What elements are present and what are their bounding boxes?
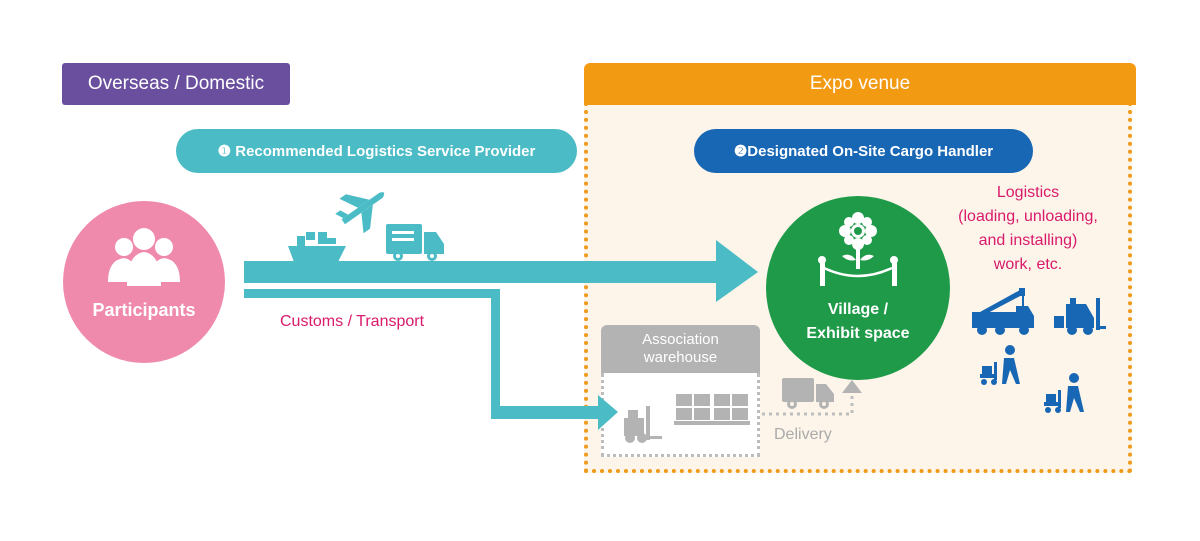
logistics-line2: (loading, unloading, xyxy=(958,208,1098,225)
logistics-line1: Logistics xyxy=(996,184,1060,201)
crane-truck-icon xyxy=(972,288,1034,335)
village-line2: Exhibit space xyxy=(806,325,910,342)
ship-icon xyxy=(288,232,346,262)
participants-label: Participants xyxy=(92,300,196,320)
recommended-provider-pill: ❶ Recommended Logistics Service Provider xyxy=(176,129,577,173)
logistics-line3: and installing) xyxy=(978,232,1078,249)
logistics-work-label: Logistics (loading, unloading, and insta… xyxy=(940,181,1116,277)
designated-handler-pill: ❷Designated On-Site Cargo Handler xyxy=(694,129,1033,173)
forklift-icon-blue xyxy=(1054,298,1106,335)
hand-truck-worker-icon xyxy=(980,345,1020,385)
delivery-path xyxy=(762,380,862,416)
delivery-label: Delivery xyxy=(774,426,832,443)
forklift-icon xyxy=(624,406,662,443)
village-label: Village / Exhibit space xyxy=(766,298,950,346)
hand-truck-worker-icon xyxy=(1044,373,1084,413)
logistics-line4: work, etc. xyxy=(993,256,1063,273)
truck-icon xyxy=(386,224,444,261)
warehouse-line2: warehouse xyxy=(643,349,718,366)
village-line1: Village / xyxy=(827,301,889,318)
delivery-truck-icon xyxy=(782,378,834,409)
main-flow-arrow xyxy=(244,240,758,302)
pallet-boxes-icon xyxy=(674,394,750,425)
association-warehouse-header: Association warehouse xyxy=(601,325,760,373)
overseas-domestic-label: Overseas / Domestic xyxy=(62,63,290,105)
flower-booth-icon xyxy=(818,212,898,286)
people-icon xyxy=(108,228,180,286)
expo-venue-header: Expo venue xyxy=(584,63,1136,105)
airplane-icon xyxy=(335,192,385,234)
warehouse-flow-arrow xyxy=(244,289,618,430)
warehouse-line1: Association xyxy=(642,331,719,348)
customs-transport-label: Customs / Transport xyxy=(280,313,425,330)
